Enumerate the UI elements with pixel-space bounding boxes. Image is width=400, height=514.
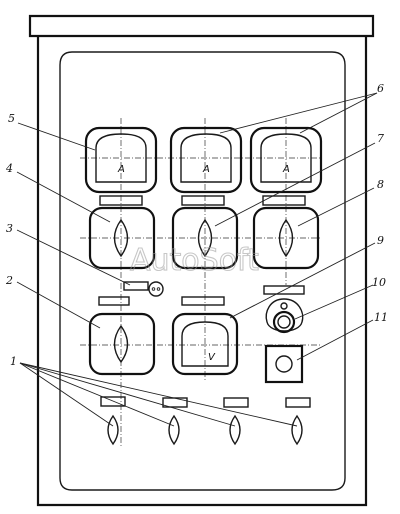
front-panel bbox=[59, 51, 346, 491]
socket-3 bbox=[123, 281, 164, 297]
ammeter-nameplates bbox=[99, 195, 306, 206]
mid-nameplates bbox=[98, 285, 305, 306]
signal-lamp-10 bbox=[265, 298, 304, 334]
ammeter-1: A bbox=[84, 126, 158, 194]
switch-8 bbox=[252, 206, 320, 270]
callout-8: 8 bbox=[377, 178, 384, 191]
switch-7 bbox=[171, 206, 239, 270]
switch-4 bbox=[88, 206, 156, 270]
bottom-switches bbox=[100, 396, 311, 446]
switch-2 bbox=[88, 312, 156, 376]
ammeter-3-letter: A bbox=[282, 164, 290, 175]
callout-labels: 5 6 7 4 8 3 9 2 10 11 1 bbox=[5, 82, 388, 368]
button-11 bbox=[264, 344, 304, 384]
ammeter-2: A bbox=[169, 126, 243, 194]
watermark: AutoSoft bbox=[130, 243, 259, 278]
callout-3: 3 bbox=[6, 222, 13, 235]
callout-2: 2 bbox=[5, 274, 13, 287]
callout-6: 6 bbox=[377, 82, 384, 95]
cabinet-top-cap bbox=[28, 14, 375, 38]
callout-11: 11 bbox=[374, 311, 388, 324]
cabinet-body bbox=[36, 36, 368, 507]
callout-10: 10 bbox=[372, 276, 386, 289]
ammeter-2-letter: A bbox=[202, 164, 210, 175]
callout-1: 1 bbox=[10, 355, 17, 368]
cabinet bbox=[28, 14, 375, 507]
ammeter-3: A bbox=[249, 126, 323, 194]
voltmeter-letter: V bbox=[208, 352, 216, 363]
callout-4: 4 bbox=[5, 162, 13, 175]
ammeter-1-letter: A bbox=[117, 164, 125, 175]
callout-7: 7 bbox=[377, 132, 384, 145]
callout-9: 9 bbox=[377, 234, 384, 247]
voltmeter-9: V bbox=[171, 312, 239, 376]
leader-lines bbox=[16, 92, 378, 427]
callout-5: 5 bbox=[8, 112, 15, 125]
